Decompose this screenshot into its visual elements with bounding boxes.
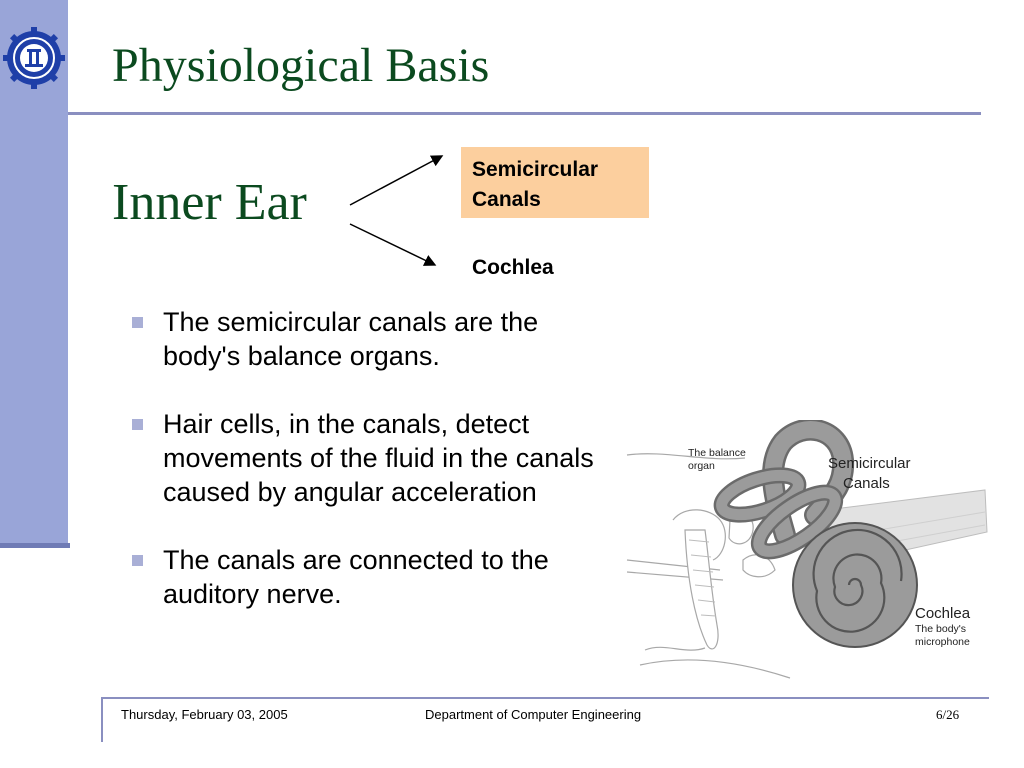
- arrow-to-cochlea: [349, 223, 437, 266]
- footer-department: Department of Computer Engineering: [425, 707, 642, 722]
- list-item: The semicircular canals are the body's b…: [130, 305, 620, 373]
- diagram-cochlea-label: Cochlea: [915, 605, 971, 622]
- list-item: The canals are connected to the auditory…: [130, 543, 620, 611]
- left-sidebar-bar: [0, 0, 68, 547]
- balance-organ-label-2: organ: [688, 460, 715, 472]
- semicircular-canals-box: Semicircular Canals: [461, 147, 649, 218]
- left-sidebar-shadow: [0, 543, 70, 548]
- footer-page-number: 6/26: [936, 707, 960, 722]
- diagram-canals-label: Semicircular: [828, 455, 911, 472]
- footer-vertical-rule: [101, 697, 103, 742]
- bullet-list: The semicircular canals are the body's b…: [130, 305, 620, 645]
- bullet-text: Hair cells, in the canals, detect moveme…: [163, 409, 594, 507]
- square-bullet-icon: [132, 317, 143, 328]
- diagram-cochlea-sub-label: The body's: [915, 623, 966, 635]
- branch-arrows: [349, 155, 444, 266]
- bullet-text: The canals are connected to the auditory…: [163, 545, 549, 609]
- square-bullet-icon: [132, 419, 143, 430]
- inner-ear-heading: Inner Ear: [112, 174, 307, 231]
- university-logo-icon: [3, 27, 65, 89]
- inner-ear-illustration: The balance organ Semicircular Canals Co…: [626, 420, 988, 679]
- footer-date: Thursday, February 03, 2005: [121, 707, 288, 722]
- semicircular-label-line2: Canals: [472, 188, 541, 211]
- list-item: Hair cells, in the canals, detect moveme…: [130, 407, 620, 509]
- cochlea-label: Cochlea: [472, 256, 554, 279]
- footer-horizontal-rule: [101, 697, 989, 699]
- square-bullet-icon: [132, 555, 143, 566]
- diagram-canals-label-2: Canals: [843, 475, 890, 492]
- title-divider: [68, 112, 981, 115]
- bullet-text: The semicircular canals are the body's b…: [163, 307, 539, 371]
- balance-organ-label: The balance: [688, 447, 746, 459]
- arrow-to-semicircular: [349, 155, 444, 206]
- semicircular-label-line1: Semicircular: [472, 158, 599, 181]
- slide-title: Physiological Basis: [112, 39, 490, 92]
- diagram-cochlea-sub-label-2: microphone: [915, 636, 970, 648]
